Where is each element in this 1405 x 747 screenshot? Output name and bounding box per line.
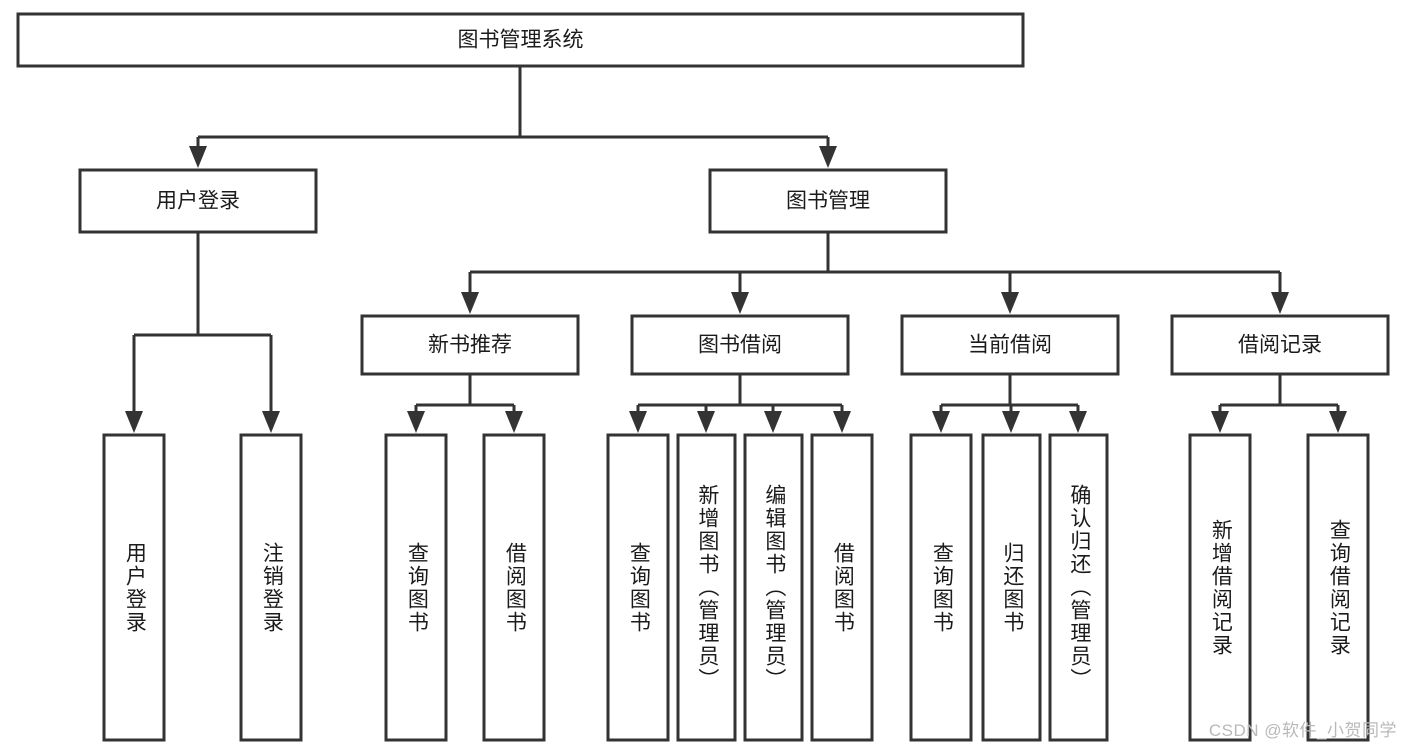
arrow-leaf-3 <box>407 405 425 433</box>
node-root[interactable]: 图书管理系统 <box>16 12 1025 68</box>
node-level2-2-label: 图书管理 <box>786 190 870 213</box>
node-level3-2[interactable]: 图书借阅 <box>630 314 850 376</box>
arrow-leaf-6-head <box>697 411 715 433</box>
node-level3-4-label: 借阅记录 <box>1238 334 1322 357</box>
node-level3-1-label: 新书推荐 <box>428 334 512 357</box>
arrow-leaf-13 <box>1329 405 1347 433</box>
node-leaf-13-box[interactable] <box>1306 433 1370 742</box>
node-leaf-9-box[interactable] <box>909 433 973 742</box>
node-level3-2-label: 图书借阅 <box>698 334 782 357</box>
arrow-to-new-book-head <box>461 292 479 314</box>
node-level3-3[interactable]: 当前借阅 <box>900 314 1120 376</box>
arrow-leaf-7 <box>764 405 782 433</box>
arrow-leaf-1-head <box>125 411 143 433</box>
node-leaf-7-box[interactable] <box>743 433 804 742</box>
arrow-to-book-mgmt <box>819 137 837 168</box>
borrow-book-bus <box>638 374 842 407</box>
arrow-leaf-9-head <box>932 411 950 433</box>
node-leaf-8-box[interactable] <box>810 433 874 742</box>
book-mgmt-bus <box>470 232 1280 274</box>
arrow-leaf-3-head <box>407 411 425 433</box>
node-leaf-5-box[interactable] <box>606 433 670 742</box>
node-root-box[interactable] <box>16 12 1025 68</box>
arrow-leaf-4-head <box>505 411 523 433</box>
arrow-to-user-login-head <box>189 146 207 168</box>
arrow-leaf-7-head <box>764 411 782 433</box>
node-level3-1-box[interactable] <box>360 314 580 376</box>
record-bus <box>1220 374 1338 407</box>
arrow-leaf-5 <box>629 405 647 433</box>
node-level3-3-label: 当前借阅 <box>968 334 1052 357</box>
arrow-leaf-1 <box>125 335 143 433</box>
node-leaf-6-box[interactable] <box>676 433 737 742</box>
arrow-leaf-4 <box>505 405 523 433</box>
node-leaf-1-box[interactable] <box>102 433 166 742</box>
arrow-leaf-5-head <box>629 411 647 433</box>
node-leaf-10-box[interactable] <box>981 433 1042 742</box>
root-bus <box>198 66 828 139</box>
arrow-to-record-head <box>1271 292 1289 314</box>
arrow-to-current-head <box>1001 292 1019 314</box>
node-level3-4[interactable]: 借阅记录 <box>1170 314 1390 376</box>
arrow-leaf-8 <box>833 405 851 433</box>
arrow-to-record <box>1271 272 1289 314</box>
current-bus <box>941 374 1078 407</box>
node-level2-2-box[interactable] <box>708 168 948 234</box>
arrow-to-current <box>1001 272 1019 314</box>
node-root-label: 图书管理系统 <box>458 29 584 52</box>
arrow-leaf-9 <box>932 405 950 433</box>
arrow-leaf-6 <box>697 405 715 433</box>
node-leaf-4-box[interactable] <box>482 433 546 742</box>
node-level3-3-box[interactable] <box>900 314 1120 376</box>
node-level3-4-box[interactable] <box>1170 314 1390 376</box>
node-leaf-11-box[interactable] <box>1048 433 1109 742</box>
node-leaf-12-box[interactable] <box>1188 433 1252 742</box>
arrow-leaf-2-head <box>262 411 280 433</box>
arrow-to-book-mgmt-head <box>819 146 837 168</box>
node-level2-1[interactable]: 用户登录 <box>78 168 318 234</box>
arrow-leaf-10 <box>1002 405 1020 433</box>
node-leaf-2-box[interactable] <box>239 433 303 742</box>
arrow-leaf-11-head <box>1069 411 1087 433</box>
arrow-to-borrow-book <box>731 272 749 314</box>
node-leaf-3-box[interactable] <box>384 433 448 742</box>
node-level3-2-box[interactable] <box>630 314 850 376</box>
arrow-to-borrow-book-head <box>731 292 749 314</box>
user-login-bus <box>134 232 271 337</box>
arrow-leaf-8-head <box>833 411 851 433</box>
arrow-leaf-12 <box>1211 405 1229 433</box>
arrow-to-user-login <box>189 137 207 168</box>
arrow-to-new-book <box>461 272 479 314</box>
arrow-leaf-10-head <box>1002 411 1020 433</box>
node-level3-1[interactable]: 新书推荐 <box>360 314 580 376</box>
arrow-leaf-12-head <box>1211 411 1229 433</box>
arrow-leaf-11 <box>1069 405 1087 433</box>
new-book-bus <box>416 374 514 407</box>
node-level2-1-label: 用户登录 <box>156 190 240 213</box>
csdn-watermark: CSDN @软件_小贺同学 <box>1208 721 1397 740</box>
arrow-leaf-13-head <box>1329 411 1347 433</box>
node-level2-2[interactable]: 图书管理 <box>708 168 948 234</box>
arrow-leaf-2 <box>262 335 280 433</box>
node-level2-1-box[interactable] <box>78 168 318 234</box>
